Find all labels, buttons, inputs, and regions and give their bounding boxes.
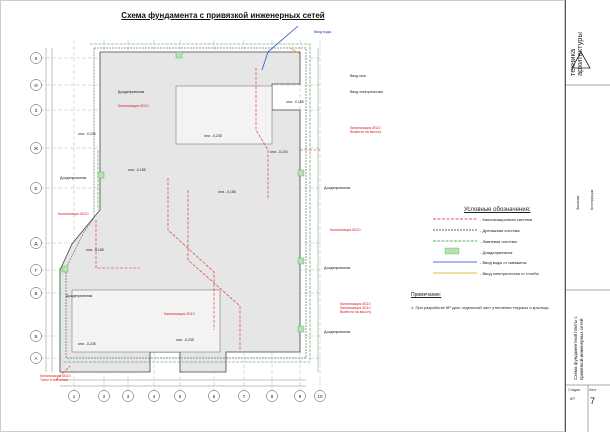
sheet-title: Схема фундаментной плиты с привязкой инж… <box>573 316 584 380</box>
legend-item-electric: - Ввод электричества от столба <box>433 269 539 277</box>
notes-title: Примечание: <box>411 292 442 298</box>
label-otm2: отм. -0,235 <box>204 134 222 138</box>
label-sewer-5: Канализация Ø110 Канализация Ø110 Вывест… <box>340 302 372 314</box>
garage-area <box>175 85 273 145</box>
sheet-heading: Схема фундамента с привязкой инженерных … <box>121 11 325 20</box>
label-drain-right2: Дождеприемник <box>324 266 351 270</box>
col-label-4: 5 <box>179 394 182 399</box>
legend-label: - Канализационная система <box>480 216 532 222</box>
row-label-3: Ж <box>34 146 39 151</box>
label-sewer-2: Канализация Ø110 <box>58 212 89 216</box>
row-label-2: З <box>35 108 38 113</box>
label-sewer-blue: Канализация Ø110 <box>118 104 149 108</box>
label-sewer-1: Канализация Ø110 Вывести на высоту <box>350 126 382 134</box>
label-otm3: отм. -0,185 <box>286 100 304 104</box>
legend-item-rain: - Ливневая система <box>433 237 517 245</box>
row-label-8: Б <box>35 334 38 339</box>
label-otm9: отм. -0,234 <box>270 150 288 154</box>
legend-item-inlet: - Дождеприемник <box>433 248 512 256</box>
label-sewer-4: Канализация Ø110 <box>164 312 195 316</box>
tb-stage-label: Стадия <box>568 388 580 392</box>
terrace-area <box>71 289 221 353</box>
tb-sheet-label: Лист <box>589 388 597 392</box>
legend-label: - Ливневая система <box>480 238 517 244</box>
foundation-plan: К И З Ж Е Д Г В Б А 1 2 3 4 5 6 7 8 9 10 <box>0 0 565 432</box>
row-label-6: Г <box>35 268 38 273</box>
row-label-7: В <box>34 291 37 296</box>
col-label-6: 7 <box>243 394 246 399</box>
brand-logo <box>571 51 591 69</box>
label-drain-mid: Дождеприемник <box>60 176 87 180</box>
drainage-system <box>65 47 307 359</box>
row-label-9: А <box>34 356 37 361</box>
tb-client: Заказчик <box>576 195 580 210</box>
legend-label: - Дождеприемник <box>480 249 513 255</box>
legend-title: Условные обозначения: <box>464 207 531 213</box>
col-label-9: 10 <box>317 394 323 399</box>
legend-label: - Ввод воды от скважины <box>480 259 527 265</box>
label-otm7: отм. -0,235 <box>176 338 194 342</box>
label-sewer-6: Канализация Ø110 Танго в значение <box>40 374 71 382</box>
col-label-3: 4 <box>153 394 156 399</box>
row-label-4: Е <box>34 186 37 191</box>
dimension-lines <box>45 48 319 387</box>
title-block <box>565 0 610 432</box>
label-gas-in: Ввод газа <box>350 74 366 78</box>
col-label-1: 2 <box>103 394 106 399</box>
tb-stage: КР <box>570 396 575 401</box>
col-label-7: 8 <box>271 394 274 399</box>
label-otm1: отм. -0,235 <box>78 132 96 136</box>
label-otm5: отм. -0,185 <box>218 190 236 194</box>
col-label-0: 1 <box>73 394 76 399</box>
legend-label: - Ввод электричества от столба <box>480 270 539 276</box>
legend-item-drain: - Дренажная система <box>433 226 520 234</box>
col-label-8: 9 <box>299 394 302 399</box>
col-label-2: 3 <box>127 394 130 399</box>
tb-section: Конструкции <box>590 189 594 210</box>
label-electric-in: Ввод электричества <box>350 90 383 94</box>
legend-item-sewer: - Канализационная система <box>433 215 532 223</box>
label-drain-mid2: Дождеприемник <box>66 294 93 298</box>
row-label-5: Д <box>34 241 37 246</box>
label-water-in: Ввод воды <box>314 30 332 34</box>
electric-supply <box>289 47 301 55</box>
notes-text: 1. При разработке КР дать отдельный лист… <box>411 305 549 310</box>
label-otm4: отм. -0,185 <box>128 168 146 172</box>
brand-name: техника архитектуры <box>568 32 584 76</box>
label-drain-right3: Дождеприемник <box>324 330 351 334</box>
water-supply <box>261 25 299 71</box>
title-block-frame <box>566 51 610 432</box>
row-markers <box>30 52 42 364</box>
label-drain-right: Дождеприемник <box>324 186 351 190</box>
label-otm6: отм. -0,185 <box>86 248 104 252</box>
row-label-0: К <box>35 56 38 61</box>
rain-system <box>59 43 311 363</box>
col-markers <box>68 390 326 402</box>
label-otm8: отм. -0,235 <box>78 342 96 346</box>
rain-inlets <box>61 51 305 333</box>
sewer-system <box>55 68 320 381</box>
label-sewer-3: Канализация Ø110 <box>330 228 361 232</box>
legend-label: - Дренажная система <box>480 227 520 233</box>
row-label-1: И <box>34 83 37 88</box>
tb-sheet-number: 7 <box>590 396 596 406</box>
legend-swatch-inlet <box>444 247 460 255</box>
legend-item-water: - Ввод воды от скважины <box>433 258 526 266</box>
col-label-5: 6 <box>213 394 216 399</box>
label-drain-top: Дождеприемник <box>118 90 145 94</box>
